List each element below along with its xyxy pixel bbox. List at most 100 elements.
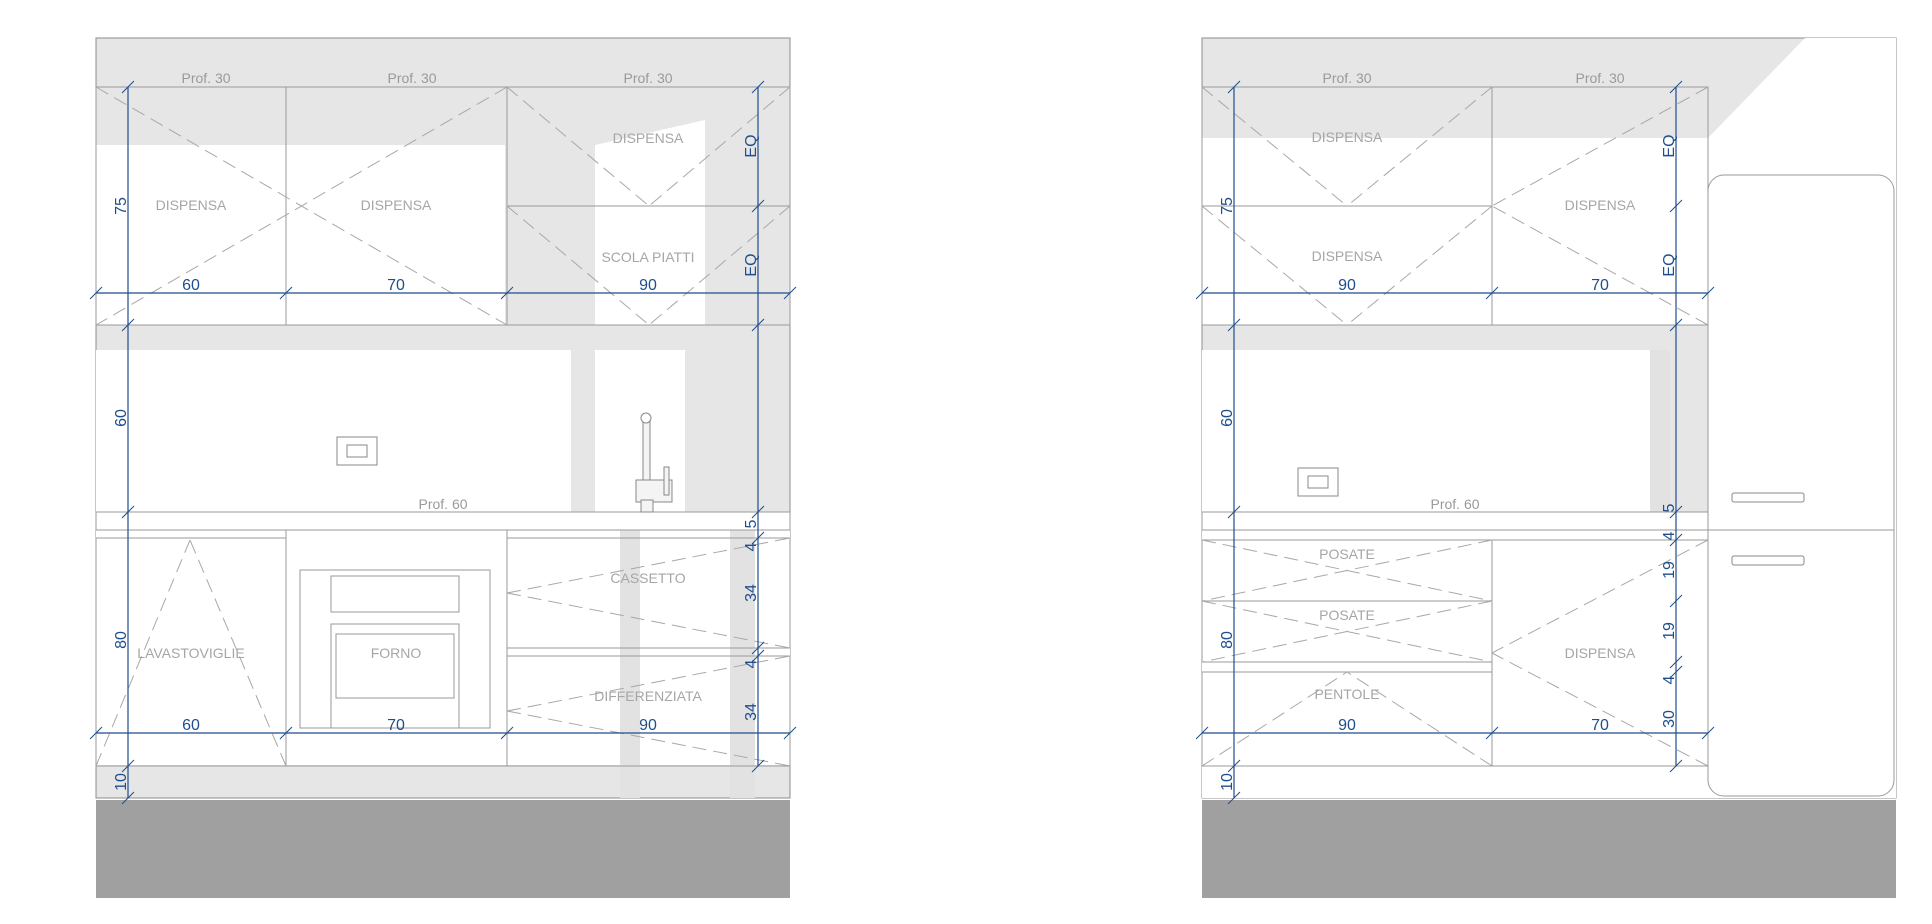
- oven-door: [330, 623, 460, 729]
- right-wall-unit-label-1: DISPENSA: [1312, 129, 1383, 145]
- right-base-dim-5: 4: [1661, 675, 1678, 684]
- left-wall-width-2: 70: [387, 277, 405, 294]
- door-dash: [1346, 86, 1493, 207]
- door-dash: [1201, 671, 1348, 767]
- door-dash: [648, 205, 791, 326]
- left-base-width-3: 90: [639, 717, 657, 734]
- left-base-unit-label-3: CASSETTO: [610, 570, 685, 586]
- door-dash: [1201, 205, 1348, 326]
- left-height-wall: 75: [113, 197, 130, 215]
- left-base-dim-4: 4: [743, 659, 760, 668]
- left-base-unit-label-1: LAVASTOVIGLIE: [137, 645, 244, 661]
- right-base-dim-2: 4: [1661, 531, 1678, 540]
- right-height-base: 80: [1219, 631, 1236, 649]
- left-outlet-icon: [336, 436, 378, 466]
- door-dash: [506, 86, 650, 207]
- left-height-backsplash: 60: [113, 409, 130, 427]
- door-dash: [648, 86, 791, 207]
- door-dash: [506, 710, 791, 767]
- left-base-dim-3: 34: [743, 584, 760, 602]
- door-dash: [506, 655, 791, 712]
- right-outlet-icon: [1297, 467, 1339, 497]
- left-eq-2: EQ: [743, 253, 760, 276]
- left-wall-unit-label-1: DISPENSA: [156, 197, 227, 213]
- right-depth-label-2: Prof. 30: [1575, 70, 1624, 86]
- left-base-width-1: 60: [182, 717, 200, 734]
- right-outlet-socket-icon: [1307, 475, 1329, 489]
- right-depth-label-1: Prof. 30: [1322, 70, 1371, 86]
- right-base-unit-label-3: PENTOLE: [1314, 686, 1379, 702]
- right-base-dim-4: 19: [1661, 622, 1678, 640]
- left-shadow-strip-2: [730, 530, 755, 798]
- door-dash: [1201, 86, 1348, 207]
- left-wall-unit-label-3: DISPENSA: [613, 130, 684, 146]
- right-wall-unit-label-3: DISPENSA: [1565, 197, 1636, 213]
- faucet-icon: [635, 412, 673, 513]
- right-shadow-strip: [1650, 350, 1670, 515]
- left-wall-unit-label-4: SCOLA PIATTI: [601, 249, 694, 265]
- door-dash: [1201, 600, 1493, 663]
- door-dash: [506, 205, 650, 326]
- left-dim-ticks: [89, 80, 797, 805]
- right-base-light: [1202, 530, 1708, 798]
- right-height-backsplash: 60: [1219, 409, 1236, 427]
- door-dash: [506, 592, 791, 649]
- right-elevation: Prof. 30 Prof. 30 Prof. 60 DISPENSA DISP…: [1195, 37, 1897, 898]
- door-dash: [1346, 205, 1493, 326]
- left-base-dim-2: 4: [743, 542, 760, 551]
- right-eq-2: EQ: [1661, 253, 1678, 276]
- left-wall-cabinet-4: [506, 205, 791, 326]
- left-light-patch-2: [595, 120, 705, 325]
- left-base-unit-label-2: FORNO: [371, 645, 422, 661]
- right-height-plinth: 10: [1219, 773, 1236, 791]
- left-outlet-socket-icon: [346, 444, 368, 458]
- left-base-dim-5: 34: [743, 703, 760, 721]
- fridge-handle-upper: [1731, 492, 1805, 503]
- right-backsplash-light: [1202, 350, 1650, 515]
- left-base-dim-1: 5: [743, 519, 760, 528]
- right-countertop: [1201, 511, 1709, 531]
- right-height-wall: 75: [1219, 197, 1236, 215]
- oven-drawer: [330, 575, 460, 613]
- left-base-width-2: 70: [387, 717, 405, 734]
- oven-window: [335, 633, 455, 699]
- right-base-dim-3: 19: [1661, 561, 1678, 579]
- left-depth-label-1: Prof. 30: [181, 70, 230, 86]
- left-countertop: [95, 511, 791, 531]
- left-floor: [96, 800, 790, 898]
- left-counter-depth-label: Prof. 60: [418, 496, 467, 512]
- right-dim-ticks: [1195, 80, 1715, 805]
- fridge-handle-lower: [1731, 555, 1805, 566]
- fridge: [1707, 174, 1895, 797]
- right-wall-width-2: 70: [1591, 277, 1609, 294]
- left-backsplash-light: [96, 350, 571, 515]
- right-floor: [1202, 800, 1896, 898]
- right-wall-width-1: 90: [1338, 277, 1356, 294]
- left-depth-label-2: Prof. 30: [387, 70, 436, 86]
- left-wall-unit-label-2: DISPENSA: [361, 197, 432, 213]
- right-eq-1: EQ: [1661, 134, 1678, 157]
- right-base-width-2: 70: [1591, 717, 1609, 734]
- right-base-unit-label-2: POSATE: [1319, 607, 1375, 623]
- left-wall-width-3: 90: [639, 277, 657, 294]
- right-upper-light: [1202, 138, 1708, 325]
- left-elevation: Prof. 30 Prof. 30 Prof. 30 Prof. 60 DISP…: [89, 37, 797, 898]
- right-wall-unit-label-2: DISPENSA: [1312, 248, 1383, 264]
- right-base-unit-label-4: DISPENSA: [1565, 645, 1636, 661]
- door-dash: [1201, 539, 1493, 602]
- door-dash: [506, 537, 791, 594]
- right-base-dim-6: 30: [1661, 710, 1678, 728]
- left-shadow-strip: [620, 530, 640, 798]
- left-wall-width-1: 60: [182, 277, 200, 294]
- right-counter-depth-label: Prof. 60: [1430, 496, 1479, 512]
- left-eq-1: EQ: [743, 134, 760, 157]
- right-base-unit-label-1: POSATE: [1319, 546, 1375, 562]
- left-height-plinth: 10: [113, 773, 130, 791]
- door-dash: [95, 86, 508, 326]
- left-height-base: 80: [113, 631, 130, 649]
- right-base-dim-1: 5: [1661, 503, 1678, 512]
- left-light-patch: [96, 145, 505, 325]
- right-base-width-1: 90: [1338, 717, 1356, 734]
- left-depth-label-3: Prof. 30: [623, 70, 672, 86]
